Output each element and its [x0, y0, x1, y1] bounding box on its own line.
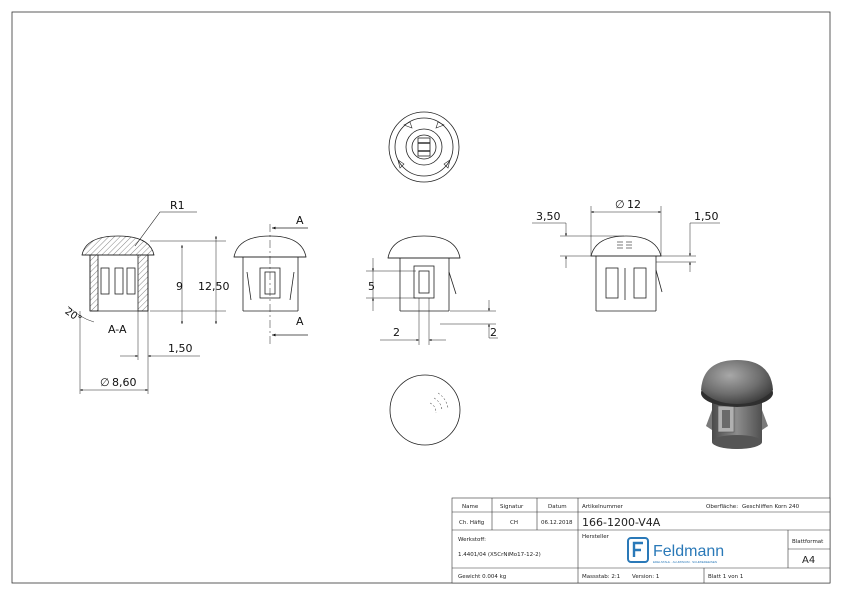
brand-tagline: EDELSTAHL · ALUMINIUM · SCHMIEDEEISEN: [653, 560, 717, 564]
signature-header: Signatur: [500, 504, 524, 510]
drawing-frame: [11, 11, 831, 584]
scale-label: Massstab: 2:1: [582, 574, 620, 580]
manufacturer-label: Hersteller: [582, 534, 610, 540]
section-marker-top: A: [296, 214, 304, 227]
radius-label: R1: [170, 199, 185, 212]
rim-offset-label: 1,50: [694, 210, 719, 223]
article-number: 166-1200-V4A: [582, 516, 661, 529]
diameter-small-label: 8,60: [112, 376, 137, 389]
weight-label: Gewicht 0.004 kg: [458, 574, 506, 580]
article-label: Artikelnummer: [582, 504, 624, 510]
brand-name: Feldmann: [653, 543, 724, 560]
clip-height-label: 5: [368, 280, 375, 293]
section-a-a-label: A-A: [108, 323, 127, 336]
version-label: Version: 1: [632, 574, 659, 580]
surface-value: Geschliffen Korn 240: [742, 504, 800, 510]
diameter-large-symbol: ∅: [615, 198, 625, 211]
date-value: 06.12.2018: [541, 520, 573, 526]
material-value: 1.4401/04 (X5CrNiMo17-12-2): [458, 552, 541, 558]
sheet-format-label: Blattformat: [792, 539, 824, 545]
detail-view-diameter: [532, 206, 720, 312]
dome-view: [389, 374, 461, 446]
cap-height-label: 3,50: [536, 210, 561, 223]
clip-depth-label: 2: [490, 326, 497, 339]
sheet-count-label: Blatt 1 von 1: [708, 574, 743, 580]
section-view-a-a: [67, 211, 226, 394]
render-3d: [701, 360, 773, 449]
height-inner-label: 9: [176, 280, 183, 293]
surface-label: Oberfläche:: [706, 504, 738, 510]
front-view-cutting-plane: [233, 224, 308, 345]
side-view-clip: [366, 235, 498, 345]
material-label: Werkstoff:: [458, 537, 486, 543]
feldmann-logo: Feldmann EDELSTAHL · ALUMINIUM · SCHMIED…: [627, 537, 724, 564]
title-block: [451, 497, 831, 584]
height-total-label: 12,50: [198, 280, 230, 293]
sheet-format-value: A4: [802, 555, 815, 566]
name-header: Name: [462, 504, 479, 510]
clip-width-label: 2: [393, 326, 400, 339]
title-block-text: Name Signatur Datum Ch. Häfig CH 06.12.2…: [458, 504, 824, 580]
diameter-large-label: 12: [627, 198, 641, 211]
date-header: Datum: [548, 504, 567, 510]
wall-offset-label: 1,50: [168, 342, 193, 355]
name-value: Ch. Häfig: [459, 520, 484, 526]
top-view: [388, 111, 460, 183]
diameter-small-symbol: ∅: [100, 376, 110, 389]
section-marker-bottom: A: [296, 315, 304, 328]
signature-value: CH: [510, 520, 518, 526]
feldmann-logo-icon: [627, 537, 649, 563]
